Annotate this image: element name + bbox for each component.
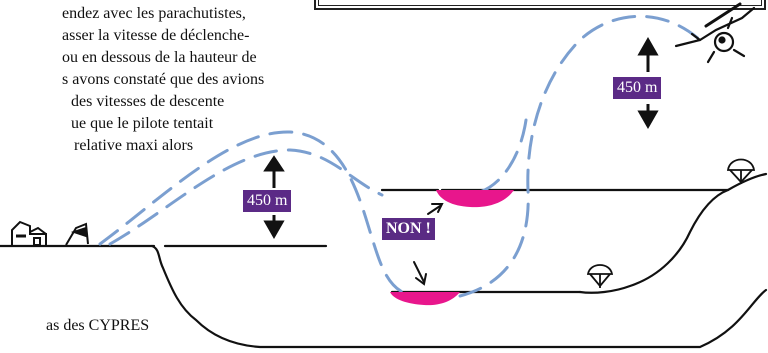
frame-box — [314, 0, 766, 10]
text-line: endez avec les parachutistes, — [62, 5, 246, 22]
text-line: s avons constaté que des avions — [62, 71, 265, 88]
frame-box-inner — [318, 0, 762, 6]
text-line: ue que le pilote tentait — [71, 115, 214, 132]
valley-wall — [150, 244, 768, 349]
parachute-icon — [726, 158, 756, 184]
altitude-arrow-left — [263, 155, 285, 240]
flight-path-mid — [478, 118, 528, 194]
building-icon — [11, 220, 47, 246]
text-line: des vitesses de descente — [71, 93, 225, 110]
flight-path-high — [108, 148, 384, 246]
warning-label: NON ! — [382, 218, 435, 240]
canopy-zone-upper — [436, 190, 514, 208]
ground-profile — [0, 172, 768, 349]
right-hill — [440, 188, 730, 294]
flight-path-climb — [458, 14, 702, 298]
arrow-icon — [413, 203, 444, 286]
flight-path — [98, 14, 702, 299]
altitude-arrow-right — [637, 36, 659, 130]
airplane-icon — [674, 2, 756, 64]
flight-path-low — [98, 130, 422, 299]
parachute-icon — [586, 264, 614, 288]
footer-text: as des CYPRES — [46, 317, 150, 334]
canopy-zone-lower — [390, 292, 460, 306]
text-line: ou en dessous de la hauteur de — [62, 49, 257, 66]
windsock-icon — [65, 222, 89, 246]
text-line: asser la vitesse de déclenche- — [62, 27, 250, 44]
right-upper-ground — [726, 172, 768, 192]
altitude-label-left: 450 m — [243, 190, 292, 212]
altitude-label-right: 450 m — [613, 77, 662, 99]
text-line: relative maxi alors — [74, 137, 194, 154]
